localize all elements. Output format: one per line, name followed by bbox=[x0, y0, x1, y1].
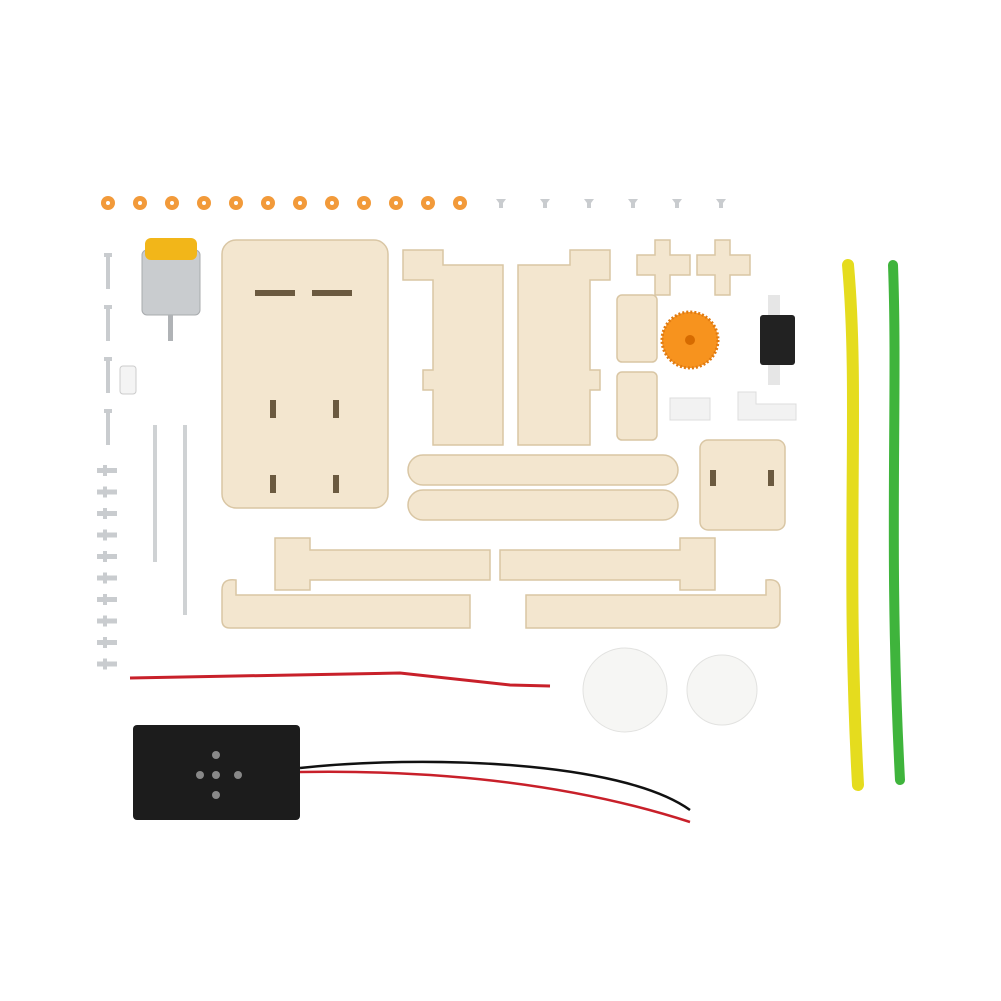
small-screw bbox=[97, 615, 117, 627]
long-screw bbox=[104, 253, 112, 289]
washer bbox=[325, 196, 339, 210]
worm-gear bbox=[119, 365, 137, 395]
washer bbox=[261, 196, 275, 210]
washer-row bbox=[101, 196, 467, 210]
metal-rod bbox=[183, 425, 187, 615]
small-screw bbox=[97, 508, 117, 519]
arm bbox=[274, 537, 491, 591]
foam-ball-large bbox=[582, 647, 668, 733]
bracket-piece bbox=[616, 371, 658, 441]
orange-gear bbox=[660, 310, 720, 370]
foam-ball-small bbox=[686, 654, 758, 726]
side-panel bbox=[402, 249, 504, 446]
leg bbox=[221, 578, 471, 629]
washer bbox=[197, 196, 211, 210]
square-plate bbox=[699, 439, 786, 531]
washer bbox=[421, 196, 435, 210]
slots bbox=[255, 290, 774, 493]
washer bbox=[101, 196, 115, 210]
washer bbox=[293, 196, 307, 210]
screw bbox=[716, 199, 726, 208]
long-screw bbox=[104, 409, 112, 445]
washer bbox=[453, 196, 467, 210]
screw bbox=[628, 199, 638, 208]
long-screw bbox=[104, 305, 112, 341]
small-screw bbox=[97, 486, 117, 498]
wooden-parts bbox=[221, 239, 786, 629]
screw bbox=[540, 199, 550, 208]
cross-piece bbox=[636, 239, 691, 296]
cross-piece bbox=[696, 239, 751, 296]
green-pipe-cleaner bbox=[888, 260, 905, 785]
washer bbox=[165, 196, 179, 210]
washer bbox=[229, 196, 243, 210]
washer bbox=[133, 196, 147, 210]
screw bbox=[672, 199, 682, 208]
washer bbox=[389, 196, 403, 210]
dc-motor bbox=[141, 238, 201, 341]
black-wire bbox=[299, 760, 691, 812]
metal-rod bbox=[153, 425, 157, 562]
small-screw bbox=[97, 529, 117, 541]
long-screw bbox=[104, 357, 112, 393]
small-screw bbox=[97, 465, 117, 476]
arm bbox=[499, 537, 716, 591]
washer bbox=[357, 196, 371, 210]
side-panel bbox=[517, 249, 611, 446]
screw bbox=[584, 199, 594, 208]
long-screw-column bbox=[104, 253, 112, 445]
small-screw bbox=[97, 551, 117, 562]
small-screw bbox=[97, 572, 117, 584]
red-wire bbox=[299, 770, 691, 824]
yellow-pipe-cleaner bbox=[842, 259, 864, 791]
bracket-piece bbox=[616, 294, 658, 363]
red-wire bbox=[129, 671, 551, 688]
small-screw bbox=[97, 658, 117, 670]
push-switch bbox=[760, 295, 795, 385]
leg bbox=[525, 578, 781, 629]
white-connector bbox=[737, 391, 797, 421]
small-screw bbox=[97, 594, 117, 605]
battery-holder bbox=[133, 725, 300, 820]
bar bbox=[407, 454, 679, 486]
small-screw-column bbox=[97, 465, 117, 670]
small-screw bbox=[97, 637, 117, 648]
base-board bbox=[221, 239, 389, 509]
white-connector bbox=[669, 397, 711, 421]
screw bbox=[496, 199, 506, 208]
bar bbox=[407, 489, 679, 521]
top-screw-row bbox=[496, 199, 726, 208]
